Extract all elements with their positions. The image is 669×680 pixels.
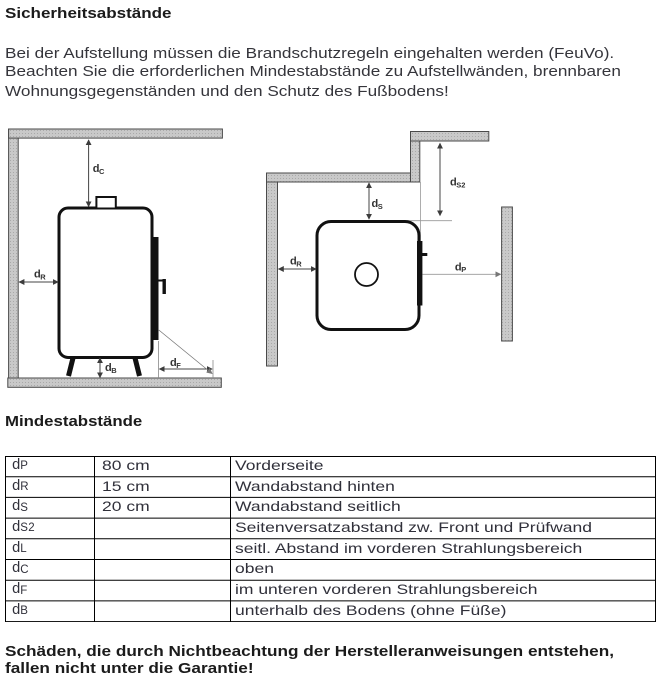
- svg-text:C: C: [99, 167, 105, 176]
- svg-text:d: d: [105, 362, 112, 374]
- svg-text:d: d: [372, 198, 379, 210]
- svg-text:d: d: [290, 256, 297, 268]
- svg-text:S: S: [378, 202, 383, 211]
- svg-text:d: d: [450, 177, 457, 189]
- svg-text:R: R: [40, 272, 46, 281]
- svg-text:d: d: [170, 357, 177, 369]
- svg-text:P: P: [461, 265, 466, 274]
- svg-text:S2: S2: [456, 180, 465, 189]
- svg-text:B: B: [111, 366, 117, 375]
- svg-text:d: d: [455, 261, 462, 273]
- svg-text:d: d: [93, 163, 100, 175]
- svg-text:F: F: [176, 361, 181, 370]
- svg-text:d: d: [34, 269, 41, 281]
- svg-text:R: R: [296, 259, 302, 268]
